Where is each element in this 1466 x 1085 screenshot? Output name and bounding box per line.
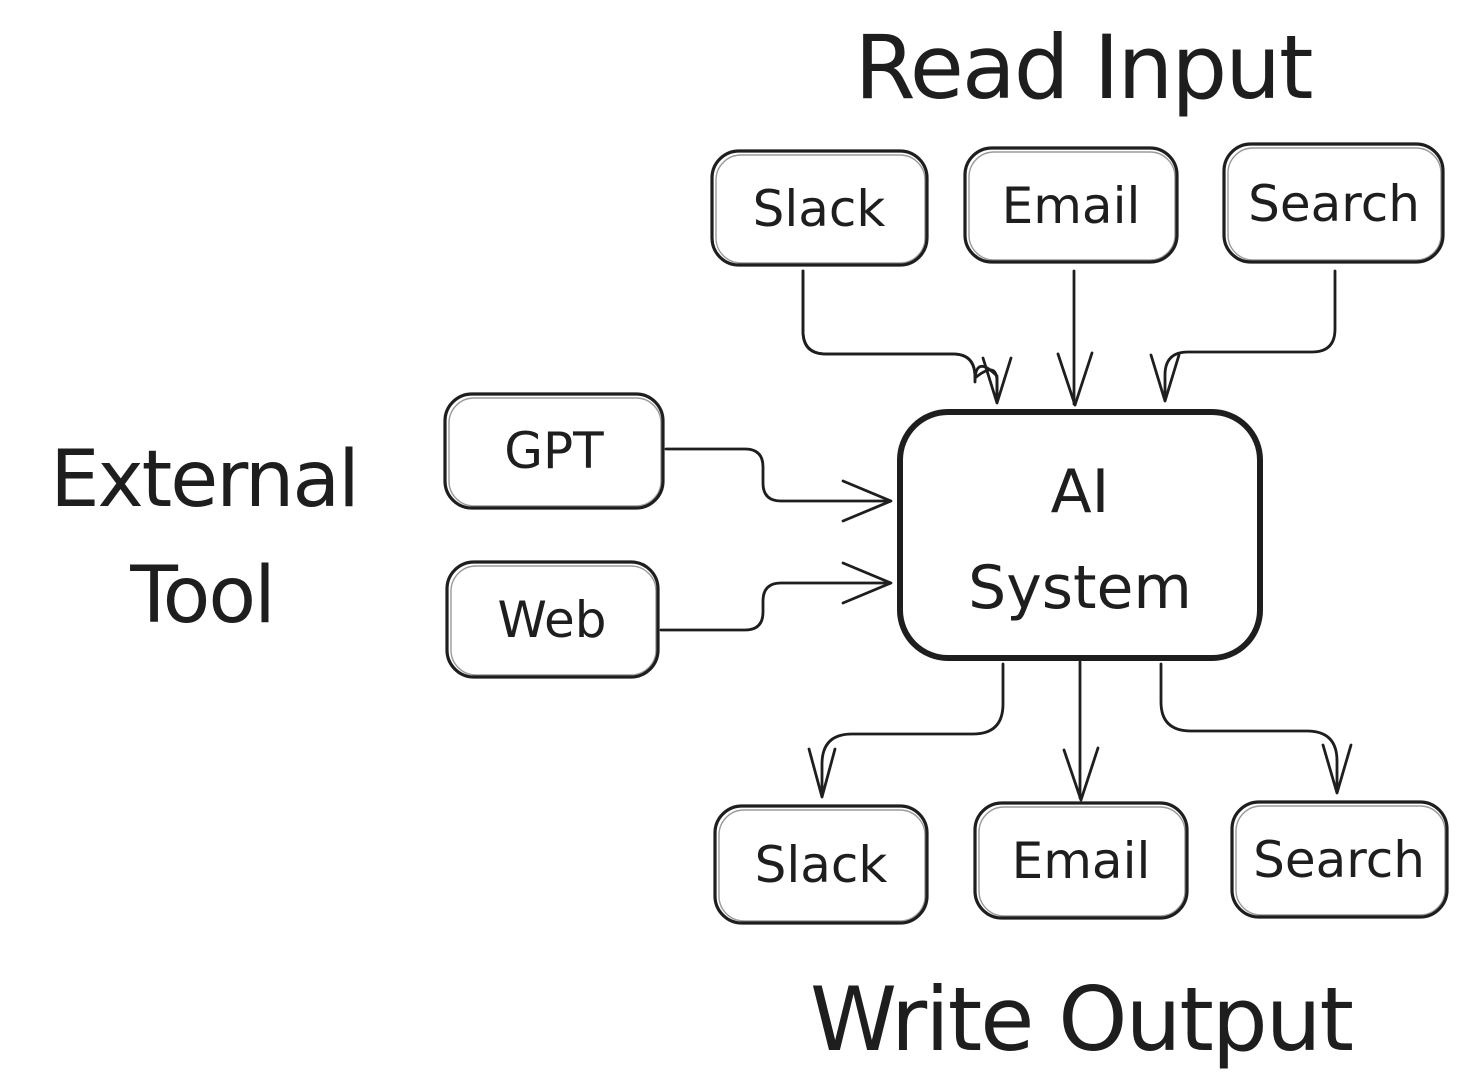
node-top-slack: Slack [710,149,929,267]
node-gpt-label: GPT [504,422,604,480]
external-tool-label: External Tool [50,435,360,641]
node-bottom-slack: Slack [713,804,929,925]
arrow-top-email-to-ai [1056,269,1094,407]
write-output-title: Write Output [810,968,1352,1071]
arrow-top-search-to-ai [1149,269,1337,403]
node-top-email-label: Email [1002,177,1141,235]
arrow-ai-to-bottom-slack [807,662,1005,799]
arrow-gpt-to-ai [664,447,893,523]
node-ai-system: AI System [897,409,1263,661]
node-ai-system-label-line1: AI [1051,457,1110,527]
external-tool-line2: Tool [129,551,274,641]
node-web: Web [445,560,660,679]
arrow-web-to-ai [659,561,893,632]
arrow-ai-to-bottom-search [1159,662,1353,795]
node-bottom-slack-label: Slack [755,836,888,894]
node-bottom-email: Email [973,801,1189,920]
external-tool-line1: External [50,435,358,525]
read-input-title: Read Input [855,16,1312,119]
node-top-email: Email [963,146,1179,264]
node-bottom-search: Search [1230,800,1449,919]
node-ai-system-label-line2: System [968,553,1192,623]
arrow-ai-to-bottom-email [1062,660,1100,802]
arrow-top-slack-to-ai [801,269,1013,405]
node-top-search-label: Search [1248,175,1420,233]
node-web-label: Web [497,591,606,649]
node-top-slack-label: Slack [753,180,886,238]
node-top-search: Search [1222,142,1445,264]
node-bottom-search-label: Search [1253,831,1425,889]
node-gpt: GPT [443,392,665,510]
node-bottom-email-label: Email [1012,832,1151,890]
